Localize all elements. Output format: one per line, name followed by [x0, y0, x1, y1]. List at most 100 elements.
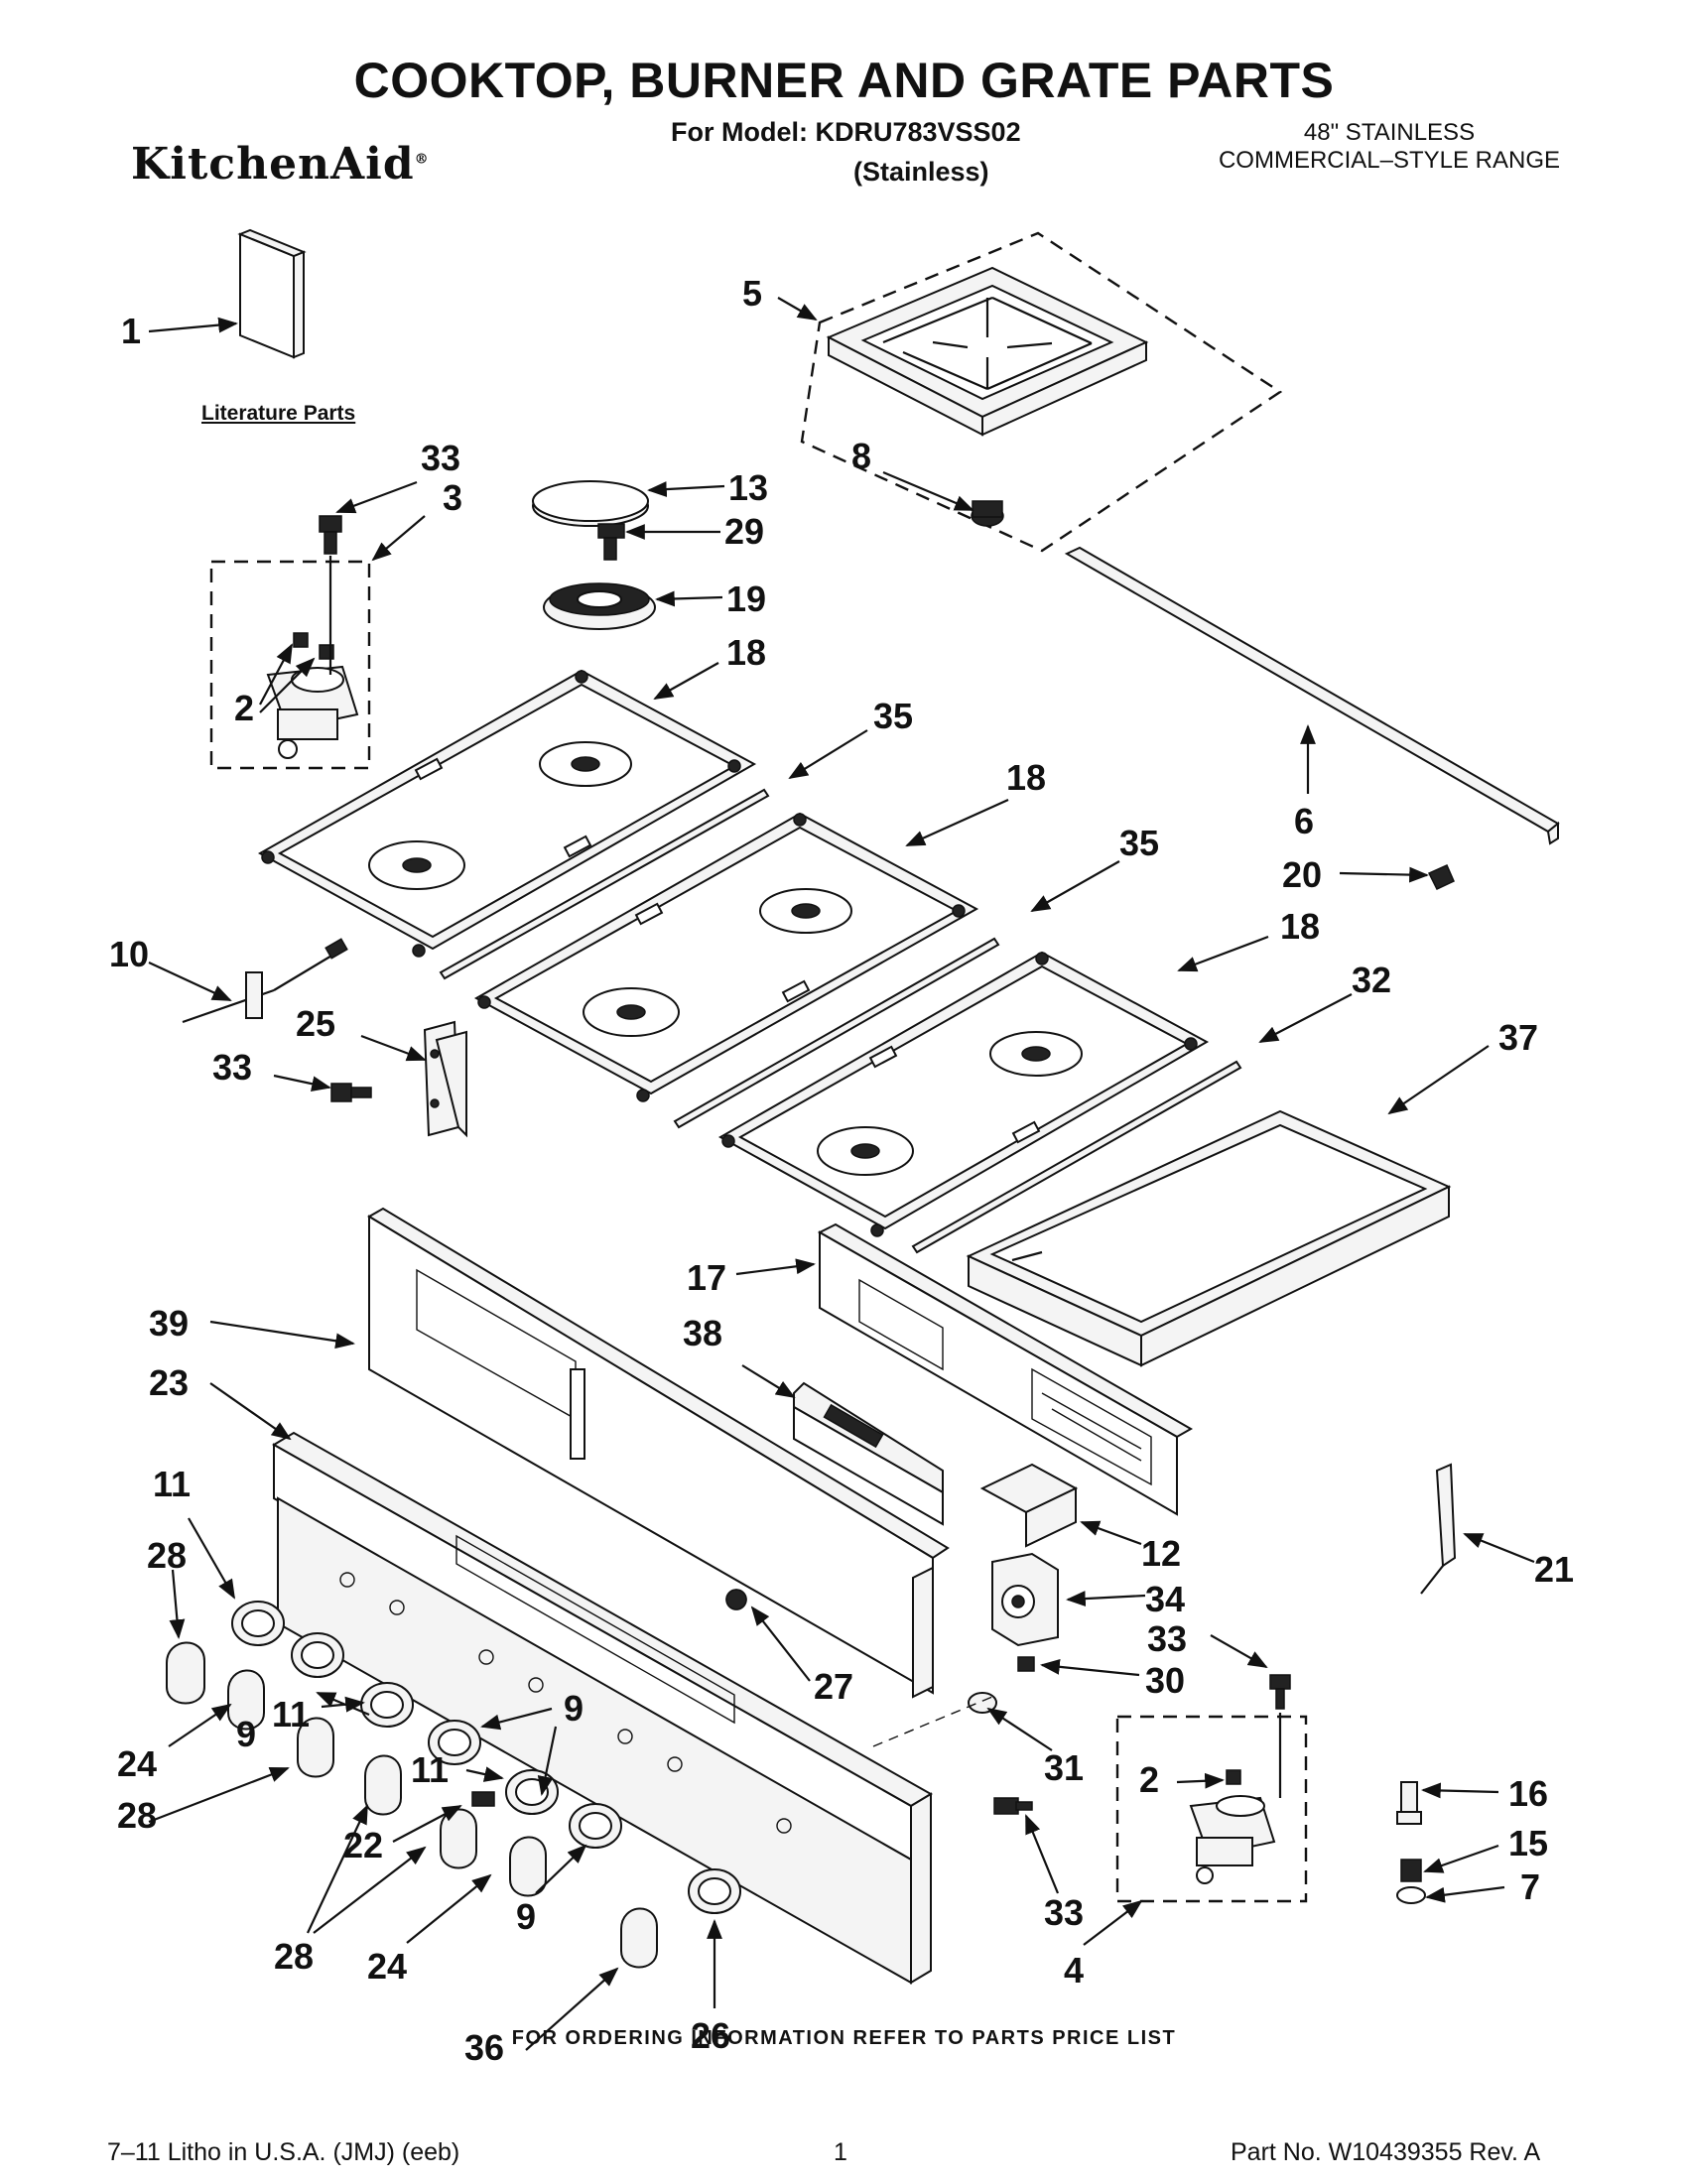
literature-booklet: [237, 228, 307, 359]
burner-base: [543, 582, 656, 630]
callout-30: 30: [1145, 1660, 1185, 1701]
control-knob-4: [364, 1754, 402, 1816]
callout-15: 15: [1508, 1823, 1548, 1863]
callout-28-low: 28: [274, 1936, 314, 1977]
tray-seal-strip-2: [673, 937, 1000, 1129]
screw-lower-2: [1269, 1674, 1291, 1710]
callout-21: 21: [1534, 1549, 1574, 1590]
tray-seal-strip-3: [911, 1060, 1242, 1254]
callout-33-low: 33: [1044, 1892, 1084, 1933]
electronic-control-board: [793, 1381, 944, 1526]
valve-cap: [968, 1692, 997, 1714]
leader-lines: [148, 297, 1535, 2051]
callout-2-low: 2: [1139, 1759, 1159, 1800]
callout-4: 4: [1064, 1950, 1084, 1991]
model-number: For Model: KDRU783VSS02: [671, 117, 1021, 147]
callout-18-center: 18: [1006, 757, 1046, 798]
callout-11-top: 11: [153, 1464, 191, 1504]
callout-11-mid: 11: [272, 1694, 310, 1734]
control-knob-3: [297, 1717, 334, 1778]
screw-bracket: [330, 1083, 372, 1102]
orifice-spring: [1400, 1859, 1422, 1882]
burner-screw: [597, 523, 625, 561]
callout-31: 31: [1044, 1747, 1084, 1788]
control-panel: [817, 1222, 1194, 1516]
callout-23: 23: [149, 1362, 189, 1403]
callout-3: 3: [443, 477, 462, 518]
callout-25: 25: [296, 1003, 335, 1044]
lower-valve-assembly: [1115, 1713, 1308, 1903]
callout-28-mid: 28: [117, 1795, 157, 1836]
callout-24-low: 24: [367, 1946, 407, 1987]
callout-24-top: 24: [117, 1743, 157, 1784]
knob-bezel-3: [360, 1682, 414, 1728]
burner-valve-assembly: [209, 515, 371, 770]
stem-screw: [471, 1791, 495, 1807]
side-trim-rail: [1064, 546, 1560, 890]
callout-33-top: 33: [421, 438, 460, 478]
control-knob-7: [620, 1907, 658, 1969]
knob-bezel-5: [505, 1769, 559, 1815]
callout-38: 38: [683, 1313, 722, 1353]
callout-33-right: 33: [1147, 1618, 1187, 1659]
litho-info: 7–11 Litho in U.S.A. (JMJ) (eeb): [107, 2138, 460, 2166]
callout-2-top: 2: [234, 688, 254, 728]
callout-35-top: 35: [873, 696, 913, 736]
callout-34: 34: [1145, 1579, 1185, 1619]
callout-28-top: 28: [147, 1535, 187, 1576]
callout-19: 19: [726, 578, 766, 619]
page-number: 1: [834, 2138, 847, 2166]
knob-bezel-7: [688, 1868, 741, 1914]
burner-tray-left: [257, 669, 757, 958]
callout-1: 1: [121, 311, 141, 351]
callout-26: 26: [691, 2015, 730, 2056]
brand-logo-text: KitchenAid: [131, 139, 415, 190]
knob-bezel-2: [291, 1632, 344, 1678]
registered-mark-icon: ®: [414, 151, 430, 168]
callout-12: 12: [1141, 1533, 1181, 1574]
callout-29: 29: [724, 511, 764, 552]
plug-button: [725, 1589, 747, 1610]
griddle: [966, 1109, 1452, 1367]
burner-grate: [800, 231, 1283, 553]
control-knob-5: [440, 1808, 477, 1869]
callout-7: 7: [1520, 1866, 1540, 1907]
callout-18-right: 18: [1280, 906, 1320, 947]
callout-33-left: 33: [212, 1047, 252, 1088]
page-title: COOKTOP, BURNER AND GRATE PARTS: [353, 53, 1335, 108]
mounting-bracket: [423, 1020, 467, 1138]
callout-37: 37: [1498, 1017, 1538, 1058]
orifice-ring: [1396, 1886, 1426, 1904]
igniter-electrode: [182, 938, 348, 1024]
callout-39: 39: [149, 1303, 189, 1344]
knob-bezel-4: [428, 1720, 481, 1765]
burner-tray-right: [717, 951, 1210, 1237]
part-number: Part No. W10439355 Rev. A: [1231, 2138, 1541, 2166]
callout-32: 32: [1352, 960, 1391, 1000]
callout-36: 36: [464, 2027, 504, 2068]
model-finish: (Stainless): [853, 157, 989, 187]
control-knob-2: [227, 1669, 265, 1731]
callout-35-center: 35: [1119, 823, 1159, 863]
burner-cap: [532, 480, 649, 527]
callout-22: 22: [343, 1825, 383, 1865]
manifold-panel: [272, 1431, 933, 1985]
callout-13: 13: [728, 467, 768, 508]
callout-6: 6: [1294, 801, 1314, 841]
brand-logo: KitchenAid®: [131, 139, 430, 190]
clip: [1017, 1656, 1035, 1672]
tray-seal-strip-1: [439, 788, 770, 980]
callout-11-low: 11: [411, 1749, 449, 1790]
side-bracket: [1420, 1463, 1457, 1595]
knob-bezel-1: [231, 1601, 285, 1646]
callout-9-top: 9: [564, 1688, 584, 1729]
callout-18-top: 18: [726, 632, 766, 673]
screw-lower-1: [993, 1797, 1033, 1815]
callout-27: 27: [814, 1666, 853, 1707]
callout-5: 5: [742, 273, 762, 314]
spark-module: [991, 1552, 1059, 1647]
literature-parts-label: Literature Parts: [201, 402, 356, 425]
callout-10: 10: [109, 934, 149, 974]
orifice-hood: [1396, 1781, 1422, 1825]
